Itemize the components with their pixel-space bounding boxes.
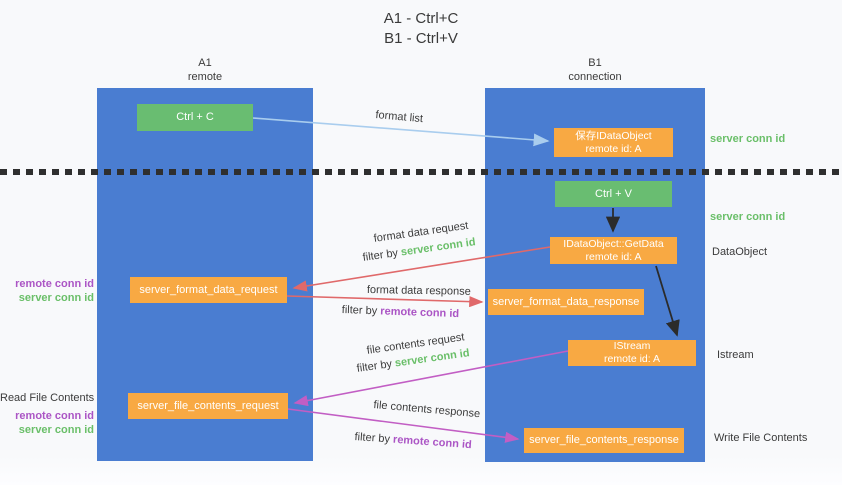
filter-by-text-3: filter by: [356, 357, 396, 375]
ctrl-v-label: Ctrl + V: [595, 187, 632, 200]
remote-conn-id-text-1: remote conn id: [380, 305, 460, 321]
getdata-line2: remote id: A: [585, 250, 642, 263]
istream-side-label: Istream: [717, 349, 754, 361]
server-file-contents-response-label: server_file_contents_response: [529, 434, 679, 446]
istream-line2: remote id: A: [603, 353, 661, 365]
read-file-contents-label: Read File Contents: [0, 392, 95, 404]
dotted-divider-line: [0, 169, 842, 175]
istream-box: IStream remote id: A: [568, 340, 696, 366]
filter-by-text-2: filter by: [341, 304, 381, 318]
diagram-title: A1 - Ctrl+C B1 - Ctrl+V: [0, 9, 842, 49]
getdata-line1: IDataObject::GetData: [563, 237, 664, 250]
filter-by-text-1: filter by: [362, 246, 402, 264]
title-line-2: B1 - Ctrl+V: [384, 30, 458, 47]
save-dataobject-box: 保存IDataObject remote id: A: [554, 128, 673, 157]
right-lane-name: B1: [588, 57, 602, 69]
format-list-label: format list: [374, 109, 424, 126]
right-top-server-conn-id-label: server conn id: [710, 133, 786, 145]
ctrl-v-box: Ctrl + V: [555, 181, 672, 207]
server-file-contents-request-box: server_file_contents_request: [128, 393, 288, 419]
left-remote-conn-id-top-label: remote conn id: [15, 278, 94, 290]
server-file-contents-request-label: server_file_contents_request: [137, 399, 279, 412]
filter-by-text-4: filter by: [354, 431, 394, 446]
remote-conn-id-text-2: remote conn id: [392, 433, 473, 452]
right-mid-server-conn-id-label: server conn id: [710, 211, 786, 223]
istream-line1: IStream: [613, 340, 651, 352]
left-lane-header: A1 remote: [97, 56, 313, 84]
right-lane-header: B1 connection: [485, 56, 705, 84]
filter-by-remote-conn-id-label-1: filter by remote conn id: [342, 304, 460, 321]
ctrl-c-box: Ctrl + C: [137, 104, 253, 131]
dataobject-label: DataObject: [712, 246, 768, 258]
save-dataobject-line2: remote id: A: [585, 142, 642, 155]
write-file-contents-label: Write File Contents: [714, 432, 808, 444]
server-format-data-response-box: server_format_data_response: [488, 289, 644, 315]
left-lane-role: remote: [187, 71, 223, 83]
ctrl-c-label: Ctrl + C: [176, 111, 214, 123]
server-format-data-response-label: server_format_data_response: [492, 295, 640, 308]
save-dataobject-line1: 保存IDataObject: [575, 129, 652, 142]
server-format-data-request-box: server_format_data_request: [130, 277, 287, 303]
filter-by-remote-conn-id-label-2: filter by remote conn id: [354, 431, 472, 452]
right-lane-role: connection: [568, 71, 622, 83]
left-server-conn-id-top-label: server conn id: [18, 292, 94, 304]
getdata-box: IDataObject::GetData remote id: A: [550, 237, 677, 264]
title-line-1: A1 - Ctrl+C: [383, 10, 459, 27]
server-format-data-request-label: server_format_data_request: [139, 283, 278, 296]
format-data-response-label: format data response: [366, 284, 471, 298]
left-remote-conn-id-bottom-label: remote conn id: [15, 410, 94, 422]
left-lane-name: A1: [198, 57, 212, 69]
left-server-conn-id-bottom-label: server conn id: [18, 424, 94, 436]
server-file-contents-response-box: server_file_contents_response: [524, 428, 684, 453]
file-contents-response-label: file contents response: [372, 399, 481, 421]
